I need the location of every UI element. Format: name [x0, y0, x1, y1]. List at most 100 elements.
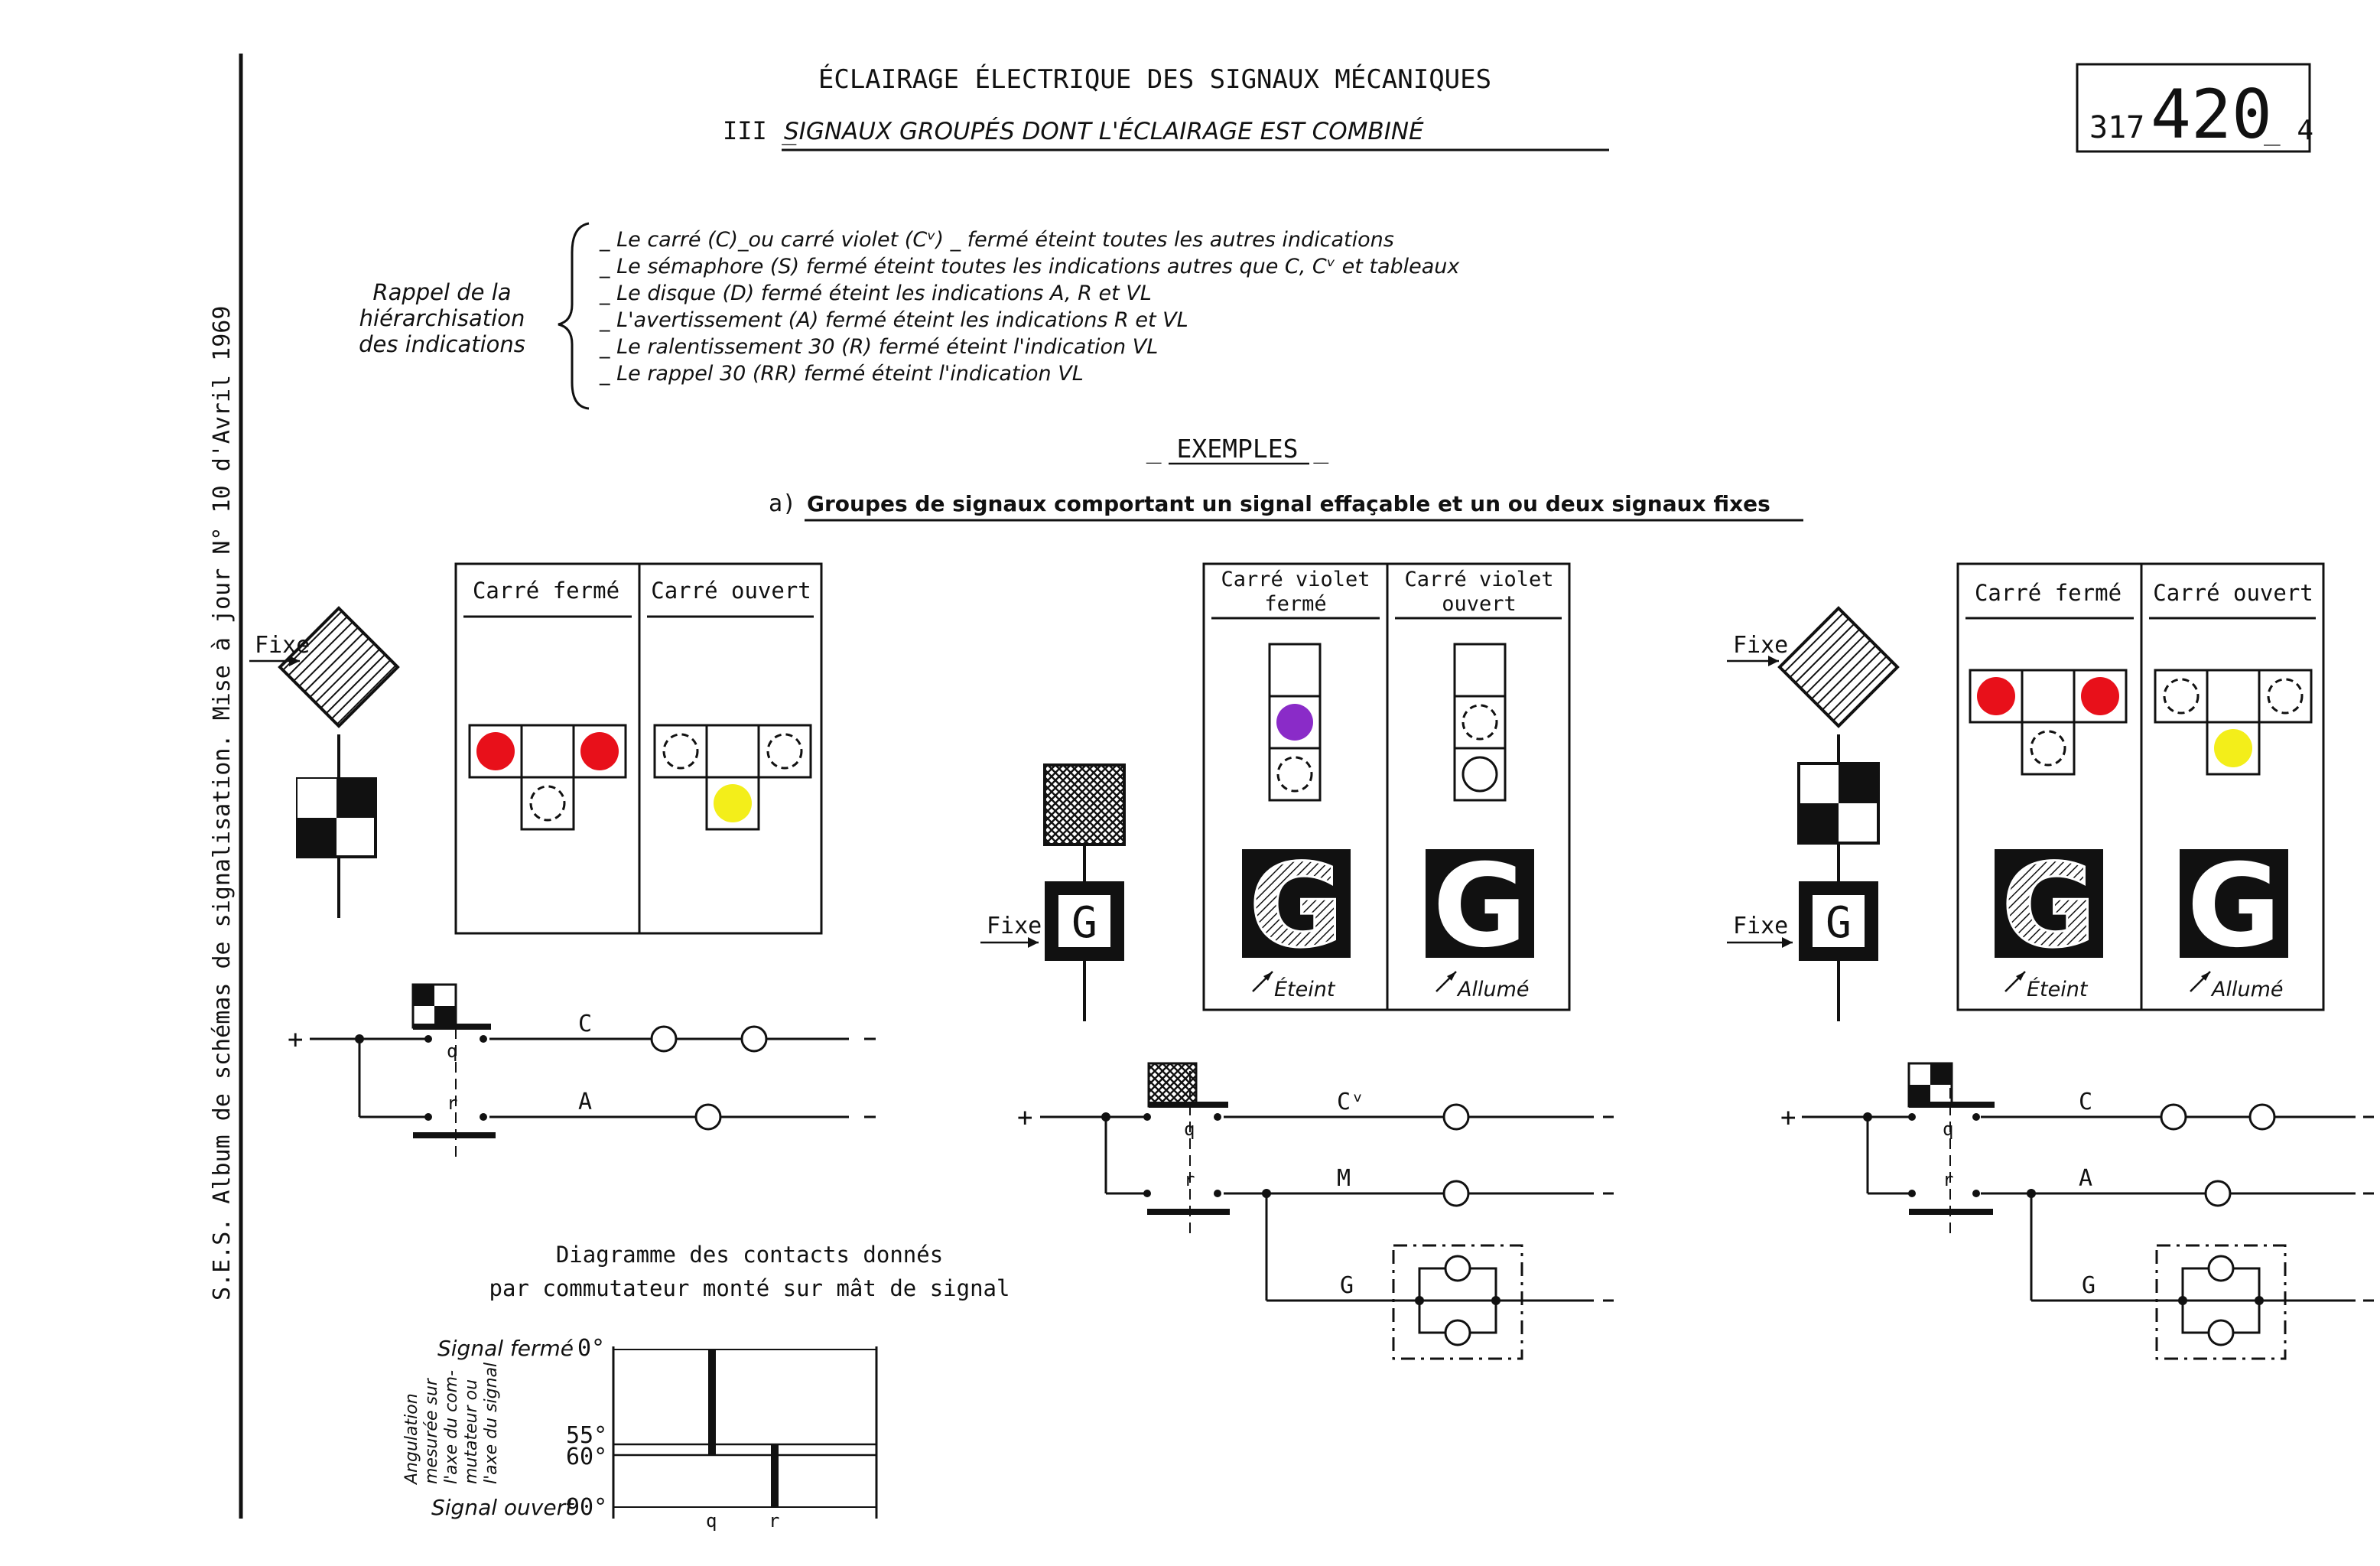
- left-header-open: Carré ouvert: [651, 578, 811, 604]
- svg-text:M: M: [1337, 1165, 1351, 1192]
- svg-text:q: q: [447, 1040, 457, 1062]
- rappel-item: _ Le disque (D) fermé éteint les indicat…: [599, 282, 1152, 305]
- right-signal-mast: G Fixe Fixe: [1727, 606, 1900, 1021]
- svg-text:r: r: [447, 1092, 457, 1114]
- label-allume: Allumé: [1456, 978, 1530, 1001]
- subtitle-prefix: III _: [723, 116, 797, 145]
- g-letter: G: [1071, 898, 1097, 948]
- reference-box: [2076, 63, 2311, 153]
- angle-0: 0°: [577, 1335, 605, 1362]
- exemples-subtitle: Groupes de signaux comportant un signal …: [807, 491, 1770, 516]
- unlit-lamp: [529, 785, 566, 822]
- svg-text:l'axe du com-: l'axe du com-: [442, 1370, 461, 1484]
- right-fixe-label-2: Fixe: [1733, 913, 1788, 939]
- middle-circuit: + q r Cᵛ M G: [1017, 1062, 1614, 1360]
- contact-q-bar: [708, 1349, 716, 1455]
- signal-open-label: Signal ouvert: [431, 1495, 574, 1520]
- right-circuit: + q r C A G: [1780, 1062, 2374, 1360]
- red-lamp: [2081, 677, 2119, 715]
- svg-text:A: A: [578, 1089, 592, 1115]
- contact-diagram-title-1: Diagramme des contacts donnés: [556, 1242, 943, 1268]
- rappel-item: _ Le carré (C)_ou carré violet (Cᵛ) _ fe…: [599, 228, 1394, 252]
- g-letter: G: [1826, 898, 1852, 948]
- g-letter: G: [1432, 840, 1527, 973]
- unlit-lamp: [2163, 678, 2200, 715]
- reference-prefix: 317: [2089, 110, 2144, 145]
- yellow-lamp: [714, 784, 752, 822]
- svg-text:l'axe du signal: l'axe du signal: [482, 1363, 501, 1484]
- left-indication-box: Carré fermé Carré ouvert: [454, 562, 823, 935]
- right-indication-box: Carré fermé Carré ouvert G G Éteint Allu…: [1956, 562, 2325, 1011]
- yellow-lamp: [2214, 729, 2252, 767]
- right-header-closed: Carré fermé: [1975, 580, 2122, 606]
- red-lamp: [580, 732, 619, 770]
- g-letter: G: [1249, 840, 1343, 973]
- contact-r-bar: [771, 1444, 779, 1507]
- middle-header-open-1: Carré violet: [1404, 568, 1553, 591]
- svg-text:r: r: [1943, 1169, 1953, 1190]
- red-lamp: [1977, 677, 2015, 715]
- svg-text:Cᵛ: Cᵛ: [1337, 1089, 1364, 1115]
- rappel-label: Rappel de la hiérarchisation des indicat…: [359, 279, 525, 357]
- svg-text:mutateur ou: mutateur ou: [462, 1379, 481, 1484]
- svg-text:A: A: [2079, 1165, 2092, 1192]
- svg-text:+: +: [288, 1024, 303, 1055]
- violet-lamp: [1276, 704, 1313, 741]
- angle-90: 90°: [566, 1494, 607, 1521]
- angle-55: 55°: [566, 1422, 607, 1449]
- white-lamp: [1461, 756, 1498, 793]
- right-header-open: Carré ouvert: [2153, 580, 2313, 606]
- svg-text:q: q: [1184, 1118, 1195, 1140]
- middle-header-open-2: ouvert: [1442, 592, 1517, 616]
- middle-signal-mast: G Fixe: [980, 763, 1126, 1021]
- unlit-lamp: [2030, 730, 2066, 767]
- label-allume: Allumé: [2210, 978, 2284, 1001]
- contact-diagram: Diagramme des contacts donnés par commut…: [402, 1242, 1010, 1532]
- svg-text:C: C: [578, 1011, 592, 1037]
- unlit-lamp: [766, 733, 803, 770]
- contact-diagram-title-2: par commutateur monté sur mât de signal: [489, 1275, 1010, 1301]
- signal-closed-label: Signal fermé: [437, 1336, 574, 1361]
- svg-text:+: +: [1017, 1102, 1032, 1133]
- page-subtitle: SIGNAUX GROUPÉS DONT L'ÉCLAIRAGE EST COM…: [784, 118, 1424, 145]
- margin-text: S.E.S. Album de schémas de signalisation…: [209, 306, 236, 1301]
- rappel-item: _ Le rappel 30 (RR) fermé éteint l'indic…: [599, 362, 1084, 386]
- unlit-lamp: [662, 733, 699, 770]
- rappel-item: _ Le ralentissement 30 (R) fermé éteint …: [599, 335, 1158, 359]
- svg-text:G: G: [1340, 1272, 1354, 1299]
- svg-text:+: +: [1780, 1102, 1796, 1133]
- label-eteint: Éteint: [1274, 977, 1336, 1001]
- svg-text:Angulation: Angulation: [402, 1393, 421, 1486]
- rappel-brace: [558, 222, 590, 410]
- red-lamp: [476, 732, 515, 770]
- contact-r-label: r: [769, 1510, 779, 1532]
- rappel-item: _ L'avertissement (A) fermé éteint les i…: [599, 308, 1188, 332]
- rappel-list: _ Le carré (C)_ou carré violet (Cᵛ) _ fe…: [599, 228, 1460, 386]
- middle-header-closed-1: Carré violet: [1221, 568, 1370, 591]
- middle-indication-box: Carré violet fermé Carré violet ouvert G…: [1202, 562, 1571, 1011]
- svg-text:C: C: [2079, 1089, 2092, 1115]
- g-letter: G: [2001, 840, 2096, 973]
- right-fixe-label: Fixe: [1733, 632, 1788, 659]
- angle-60: 60°: [566, 1444, 607, 1470]
- g-letter: G: [2187, 840, 2281, 973]
- unlit-lamp: [2267, 678, 2304, 715]
- left-circuit: + q r C A: [288, 983, 876, 1163]
- reference-suffix: _ 4: [2264, 115, 2313, 146]
- middle-fixe-label: Fixe: [987, 913, 1042, 939]
- reference-number: 420: [2151, 75, 2272, 154]
- svg-text:r: r: [1184, 1169, 1195, 1190]
- unlit-lamp: [1276, 756, 1313, 793]
- rappel-item: _ Le sémaphore (S) fermé éteint toutes l…: [599, 255, 1460, 278]
- svg-text:Rappel de la: Rappel de la: [372, 279, 511, 305]
- left-header-closed: Carré fermé: [473, 578, 619, 604]
- middle-header-closed-2: fermé: [1264, 592, 1326, 616]
- label-eteint: Éteint: [2027, 977, 2089, 1001]
- exemples-prefix: a): [769, 490, 796, 517]
- left-signal-mast: Fixe: [249, 606, 400, 918]
- svg-text:des indications: des indications: [359, 331, 525, 357]
- svg-text:mesurée sur: mesurée sur: [422, 1377, 441, 1484]
- contact-q-label: q: [706, 1510, 717, 1532]
- svg-text:G: G: [2082, 1272, 2096, 1299]
